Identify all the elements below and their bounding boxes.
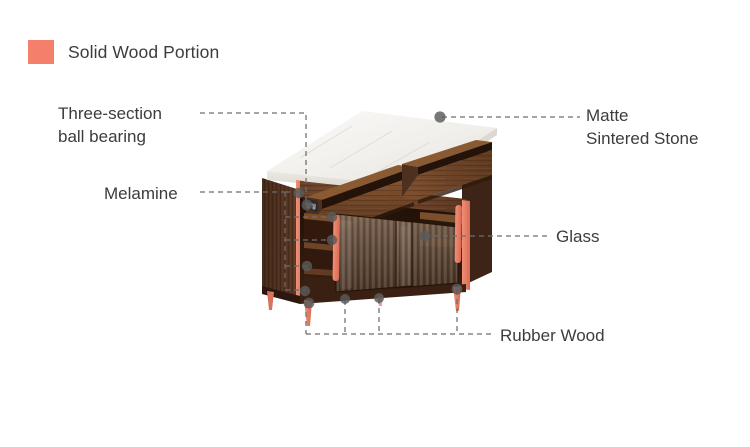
marker-dot-glass xyxy=(419,230,431,242)
legend: Solid Wood Portion xyxy=(28,40,219,64)
marker-dot-stone-top xyxy=(434,111,446,123)
marker-dot-melamine-1 xyxy=(293,187,305,199)
marker-dot-leg-3 xyxy=(374,293,384,303)
callout-line-1: Melamine xyxy=(104,184,178,203)
marker-dot-ball-bearing xyxy=(301,199,313,211)
callout-line-1: Matte xyxy=(586,106,629,125)
leader-three-section-ball-bearing xyxy=(200,112,307,203)
callout-line-2: Sintered Stone xyxy=(586,128,699,148)
callout-line-1: Three-section xyxy=(58,104,162,123)
callout-line-1: Rubber Wood xyxy=(500,326,605,345)
marker-dot-leg-2 xyxy=(340,294,350,304)
marker-dot-melamine-5 xyxy=(299,285,311,297)
callout-rubber-wood: Rubber Wood xyxy=(500,325,605,348)
marker-dot-melamine-2 xyxy=(326,211,338,223)
marker-dot-leg-1 xyxy=(303,297,315,309)
legend-swatch-solid-wood xyxy=(28,40,54,64)
callout-glass: Glass xyxy=(556,226,599,249)
callout-matte-sintered-stone: Matte Sintered Stone xyxy=(586,105,698,150)
callout-three-section-ball-bearing: Three-section ball bearing xyxy=(58,103,162,148)
callout-line-2: ball bearing xyxy=(58,126,146,146)
marker-dot-melamine-3 xyxy=(326,234,338,246)
marker-dot-melamine-4 xyxy=(301,260,313,272)
callout-line-1: Glass xyxy=(556,227,600,246)
callout-melamine: Melamine xyxy=(104,183,178,206)
marker-dot-leg-4 xyxy=(451,283,463,295)
legend-label-solid-wood: Solid Wood Portion xyxy=(68,41,220,62)
